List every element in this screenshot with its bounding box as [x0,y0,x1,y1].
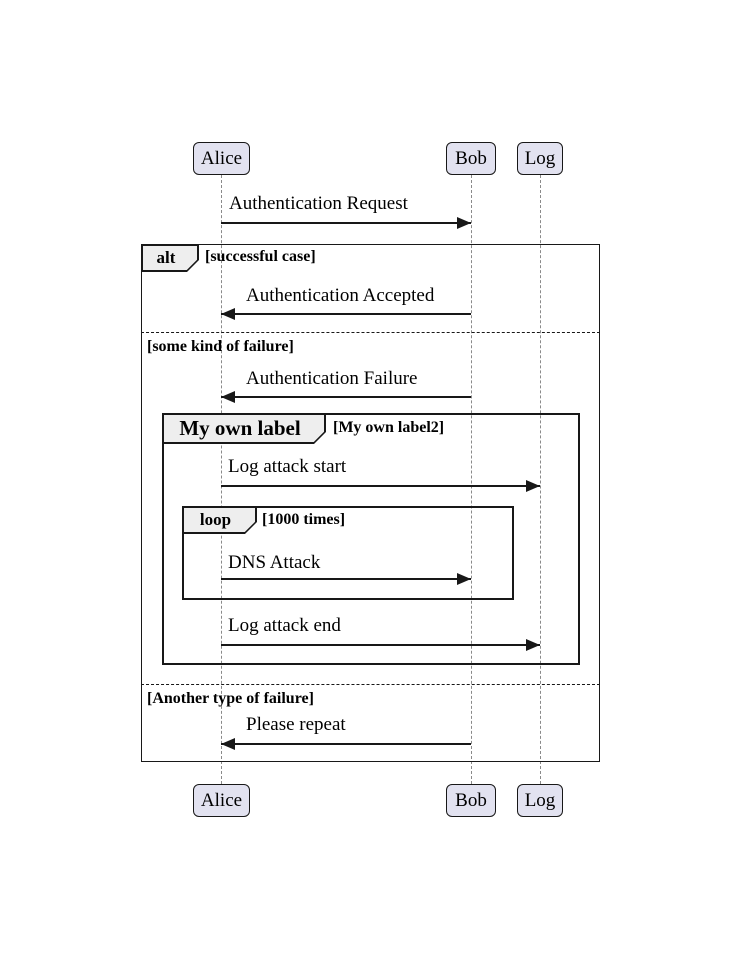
actor-bob-bottom: Bob [446,784,496,817]
lifeline-bob [470,175,472,784]
actor-bob-top: Bob [446,142,496,175]
message-arrow-auth-failure [221,391,471,403]
alt-operator-text: alt [156,248,176,267]
message-label-dns-attack: DNS Attack [228,552,321,573]
actor-alice-bottom: Alice [193,784,250,817]
message-label-auth-failure: Authentication Failure [246,368,418,389]
actor-label: Bob [455,790,487,811]
message-arrow-auth-request [221,217,471,229]
alt-fragment-operator: alt [141,244,199,272]
custom-fragment-condition: [My own label2] [333,419,445,436]
custom-operator-text: My own label [179,416,301,440]
lifeline-log [539,175,541,784]
custom-fragment-frame [162,413,580,665]
message-arrow-dns-attack [221,573,471,585]
actor-log-bottom: Log [517,784,563,817]
alt-divider-1-condition: [some kind of failure] [147,338,294,355]
actor-label: Bob [455,148,487,169]
alt-divider-2-condition: [Another type of failure] [147,690,314,707]
message-arrow-log-attack-end [221,639,540,651]
actor-alice-top: Alice [193,142,250,175]
message-arrow-please-repeat [221,738,471,750]
actor-label: Log [524,148,556,169]
alt-condition: [successful case] [205,248,316,265]
loop-fragment-frame [182,506,514,600]
alt-divider-2 [141,684,600,685]
lifeline-alice [220,175,222,784]
message-arrow-log-attack-start [221,480,540,492]
message-label-please-repeat: Please repeat [246,714,346,735]
actor-label: Alice [200,790,243,811]
message-label-auth-accepted: Authentication Accepted [246,285,435,306]
loop-fragment-operator: loop [182,506,257,534]
loop-operator-text: loop [199,510,232,529]
alt-fragment-frame [141,244,600,762]
actor-log-top: Log [517,142,563,175]
message-label-auth-request: Authentication Request [229,193,408,214]
loop-fragment-condition: [1000 times] [262,511,346,528]
actor-label: Alice [200,148,243,169]
message-label-log-attack-start: Log attack start [228,456,347,477]
message-label-log-attack-end: Log attack end [228,615,341,636]
actor-label: Log [524,790,556,811]
custom-fragment-operator: My own label [162,413,326,444]
message-arrow-auth-accepted [221,308,471,320]
alt-divider-1 [141,332,600,333]
